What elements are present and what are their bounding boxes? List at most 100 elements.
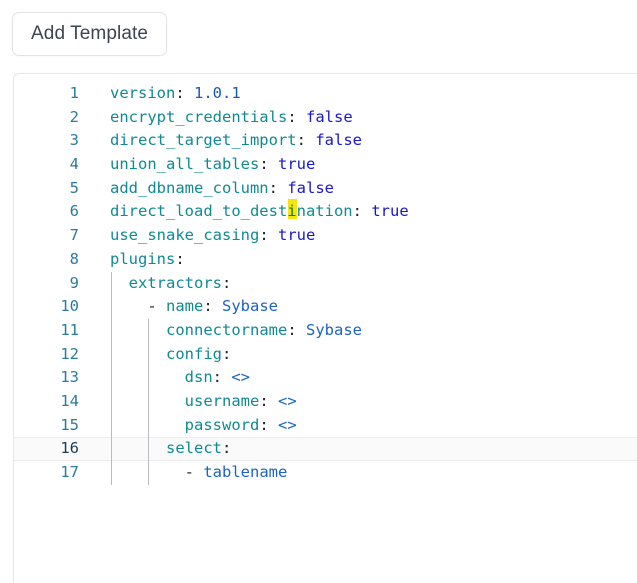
code-line-text[interactable]: connectorname: Sybase [79, 319, 637, 343]
token-plain [185, 84, 194, 102]
token-punc: : [268, 178, 278, 197]
token-key: select [166, 439, 222, 458]
code-line[interactable]: 11 connectorname: Sybase [14, 319, 637, 343]
token-key: encrypt_credentials [110, 107, 288, 126]
code-line-text[interactable]: extractors: [79, 272, 637, 296]
code-line[interactable]: 15 password: <> [14, 414, 637, 438]
token-dash: - [184, 463, 204, 481]
token-bool: true [371, 202, 409, 221]
code-line-text[interactable]: direct_target_import: false [79, 129, 637, 153]
code-line[interactable]: 17 - tablename [14, 461, 637, 485]
text-cursor [287, 199, 297, 220]
indent-space [110, 297, 147, 315]
token-plain [297, 321, 306, 339]
line-number: 13 [60, 368, 79, 387]
token-key: version [110, 84, 176, 102]
code-line[interactable]: 13 dsn: <> [14, 366, 637, 390]
token-plain [269, 226, 278, 244]
token-punc: : [287, 320, 297, 339]
code-line-text[interactable]: direct_load_to_destination: true [79, 199, 637, 224]
add-template-button[interactable]: Add Template [12, 12, 168, 56]
line-number: 5 [69, 178, 79, 197]
token-key: name [166, 297, 204, 316]
code-line[interactable]: 9 extractors: [14, 272, 637, 296]
token-bool: false [315, 131, 362, 150]
line-number: 4 [69, 155, 79, 174]
token-plain [222, 368, 231, 386]
token-key: use_snake_casing [110, 226, 260, 245]
code-line[interactable]: 16 select: [14, 437, 637, 461]
code-line-text[interactable]: encrypt_credentials: false [79, 106, 637, 130]
token-key: union_all_tables [110, 155, 260, 174]
line-number: 3 [69, 131, 79, 150]
code-line-text[interactable]: dsn: <> [79, 366, 637, 390]
code-line-text[interactable]: plugins: [79, 248, 637, 272]
code-line-text[interactable]: union_all_tables: true [79, 153, 637, 177]
token-key: dsn [184, 368, 213, 387]
line-number: 2 [69, 107, 79, 126]
code-line-text[interactable]: - name: Sybase [79, 295, 637, 319]
token-key: extractors [128, 273, 222, 292]
indent-space [110, 439, 166, 457]
code-line-text[interactable]: use_snake_casing: true [79, 224, 637, 248]
code-line-text[interactable]: add_dbname_column: false [79, 177, 637, 201]
token-punc: : [222, 273, 232, 292]
token-key: plugins [110, 249, 176, 268]
token-punc: : [175, 249, 185, 268]
line-number: 16 [60, 439, 79, 458]
code-line[interactable]: 10 - name: Sybase [14, 295, 637, 319]
indent-space [110, 345, 166, 363]
token-plain [213, 297, 222, 315]
token-plain [278, 179, 287, 197]
line-number: 15 [60, 415, 79, 434]
code-line-text[interactable]: version: 1.0.1 [79, 82, 637, 106]
line-number: 12 [60, 344, 79, 363]
token-plain [306, 131, 315, 149]
code-line-text[interactable]: password: <> [79, 414, 637, 438]
token-punc: : [259, 391, 269, 410]
token-punc: : [175, 84, 185, 102]
token-key: connectorname [166, 320, 288, 339]
line-number: 1 [69, 84, 79, 102]
code-line-text[interactable]: - tablename [79, 461, 637, 485]
token-plain [269, 392, 278, 410]
line-number: 10 [60, 297, 79, 316]
code-line-text[interactable]: select: [79, 437, 637, 461]
code-line-text[interactable]: config: [79, 343, 637, 367]
token-key: password [184, 415, 260, 434]
token-key: username [184, 391, 260, 410]
indent-space [110, 274, 129, 292]
token-punc: : [259, 415, 269, 434]
token-key: direct_load_to_destination [110, 202, 353, 221]
code-line[interactable]: 12 config: [14, 343, 637, 367]
token-str: Sybase [222, 297, 279, 316]
token-punc: : [212, 368, 222, 387]
token-punc: : [259, 226, 269, 245]
token-punc: : [222, 439, 232, 458]
code-line-text[interactable]: username: <> [79, 390, 637, 414]
indent-space [110, 321, 166, 339]
line-number: 9 [69, 273, 79, 292]
indent-guide [148, 319, 149, 485]
line-number: 7 [69, 226, 79, 245]
token-str: <> [278, 391, 297, 410]
token-bool: true [278, 155, 316, 174]
token-num: 1.0.1 [194, 84, 241, 102]
token-bool: false [287, 178, 334, 197]
token-plain [269, 155, 278, 173]
token-str: tablename [203, 463, 288, 481]
token-punc: : [296, 131, 306, 150]
token-bool: true [278, 226, 316, 245]
token-plain [269, 416, 278, 434]
code-line[interactable]: 14 username: <> [14, 390, 637, 414]
